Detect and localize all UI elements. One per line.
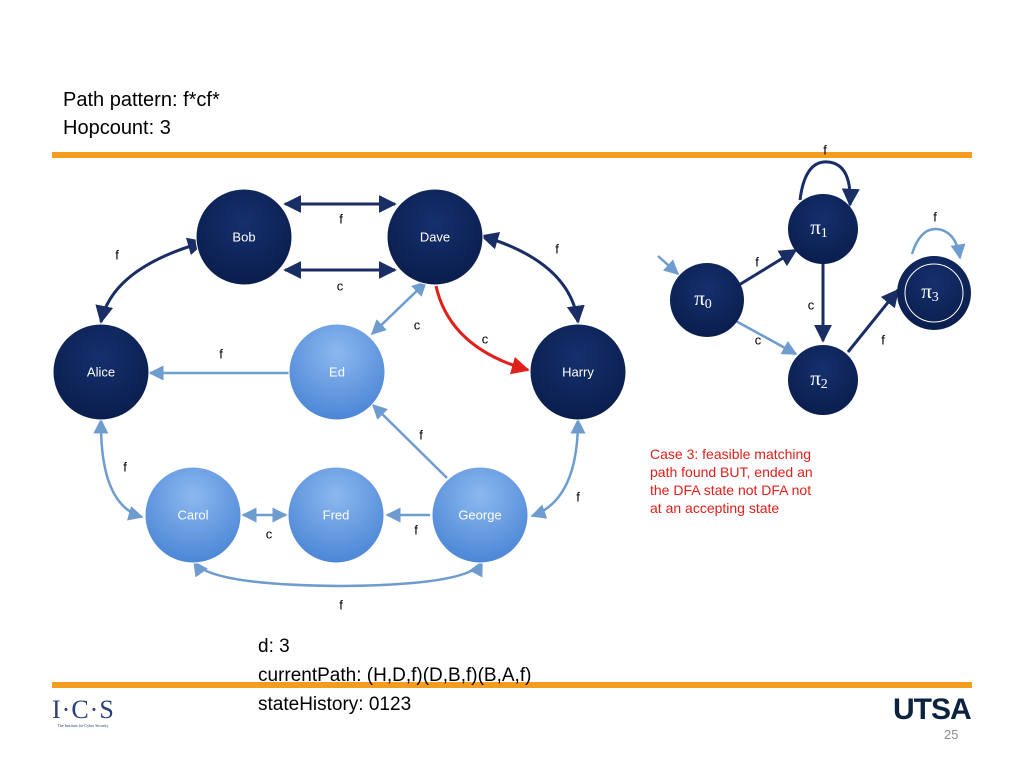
node-alice-label: Alice: [87, 364, 115, 379]
edge-george-harry: [530, 418, 586, 519]
label-george-fred: f: [414, 522, 418, 537]
edge-dave-harry-highlight: [434, 285, 530, 375]
node-carol-label: Carol: [177, 507, 208, 522]
dfa-label-loop1: f: [823, 142, 827, 157]
label-george-harry: f: [576, 489, 580, 504]
label-carol-george: f: [339, 597, 343, 612]
node-bob: Bob: [195, 188, 293, 286]
dfa-label-p0-p2: c: [755, 332, 762, 347]
label-bob-alice: f: [115, 247, 119, 262]
label-dave-ed: c: [414, 317, 421, 332]
dfa-state-pi2-label: π2: [810, 366, 828, 392]
dfa-edge-p0-p2: [733, 318, 798, 356]
dfa-state-pi3-label: π3: [921, 279, 939, 305]
node-dave-label: Dave: [420, 229, 450, 244]
label-bob-dave-c: c: [337, 278, 344, 293]
edge-george-ed: [371, 403, 448, 479]
ics-logo-subtitle: The Institute for Cyber Security: [57, 723, 109, 728]
dfa-edge-p2-p3: [846, 288, 900, 353]
label-carol-fred: c: [266, 526, 273, 541]
dfa-start-arrow: [657, 255, 680, 276]
case-line-2: path found BUT, ended an: [650, 464, 813, 480]
node-fred: Fred: [287, 466, 385, 564]
ics-logo-mark: I·C·S: [52, 695, 115, 724]
label-dave-harry: f: [555, 241, 559, 256]
dfa-state-pi3: π3: [897, 256, 971, 330]
dfa-loop-p3: [910, 227, 966, 260]
node-harry-label: Harry: [562, 364, 594, 379]
node-harry: Harry: [529, 323, 627, 421]
dfa-state-pi1: π1: [788, 194, 858, 264]
node-george: George: [431, 466, 529, 564]
node-ed-label: Ed: [329, 364, 345, 379]
node-fred-label: Fred: [323, 507, 350, 522]
node-carol: Carol: [144, 466, 242, 564]
edge-dave-ed: [370, 280, 428, 336]
dfa-state-pi0-label: π0: [694, 286, 712, 312]
traversal-state: d: 3 currentPath: (H,D,f)(D,B,f)(B,A,f) …: [258, 632, 531, 719]
depth-text: d: 3: [258, 636, 290, 657]
label-dave-harry-red: c: [482, 331, 489, 346]
dfa-label-p0-p1: f: [755, 254, 759, 269]
node-dave: Dave: [386, 188, 484, 286]
case-line-4: at an accepting state: [650, 500, 780, 516]
dfa-label-p2-p3: f: [881, 332, 885, 347]
node-george-label: George: [458, 507, 501, 522]
top-rule: [52, 152, 972, 158]
edge-carol-george: [192, 560, 484, 588]
edge-bob-alice: [95, 237, 206, 324]
hopcount-text: Hopcount: 3: [63, 117, 171, 139]
edge-dave-harry: [480, 231, 585, 324]
current-path-text: currentPath: (H,D,f)(D,B,f)(B,A,f): [258, 665, 532, 686]
bottom-rule: [52, 682, 972, 688]
dfa-state-pi0: π0: [670, 263, 744, 337]
dfa-edge-p0-p1: [733, 248, 798, 290]
path-pattern-text: Path pattern: f*cf*: [63, 89, 220, 111]
case-description: Case 3: feasible matching path found BUT…: [650, 445, 860, 517]
node-ed: Ed: [288, 323, 386, 421]
node-alice: Alice: [52, 323, 150, 421]
dfa-loop-p1: [798, 160, 860, 207]
label-ed-alice: f: [219, 346, 223, 361]
node-bob-label: Bob: [232, 229, 255, 244]
state-history-text: stateHistory: 0123: [258, 694, 412, 715]
case-line-1: Case 3: feasible matching: [650, 446, 812, 462]
label-george-ed: f: [419, 427, 423, 442]
header: Path pattern: f*cf* Hopcount: 3: [63, 86, 220, 142]
dfa-state-pi1-label: π1: [810, 215, 828, 241]
case-line-3: the DFA state not DFA not: [650, 482, 812, 498]
edge-alice-carol: [93, 418, 144, 521]
page-number: 25: [944, 727, 959, 742]
dfa-state-pi2: π2: [788, 345, 858, 415]
dfa-label-p1-p2: c: [808, 297, 815, 312]
label-bob-dave-f: f: [339, 211, 343, 226]
dfa-label-loop3: f: [933, 209, 937, 224]
label-alice-carol: f: [123, 459, 127, 474]
utsa-logo: UTSA: [893, 693, 972, 726]
ics-logo: I·C·S The Institute for Cyber Security: [52, 697, 114, 729]
